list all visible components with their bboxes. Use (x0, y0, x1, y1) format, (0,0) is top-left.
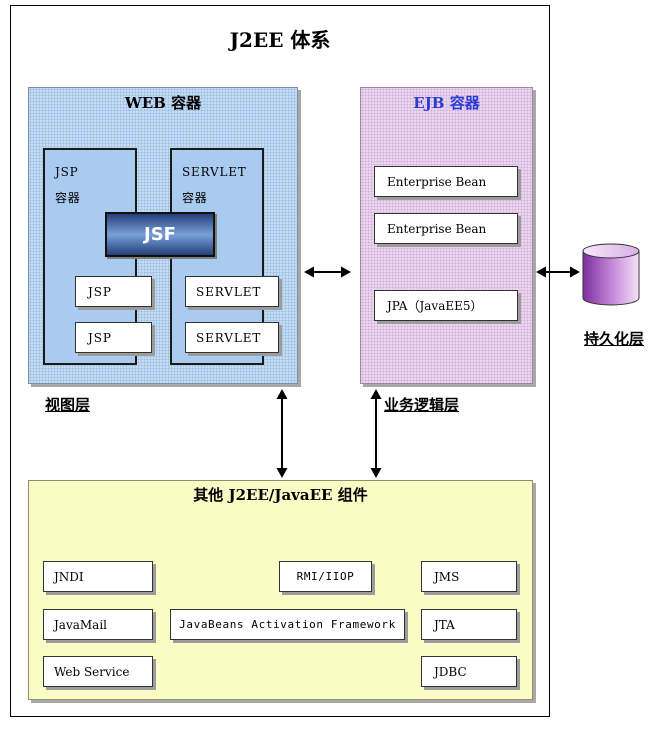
jaf-item: JavaBeans Activation Framework (170, 609, 405, 640)
diagram-frame (10, 5, 550, 717)
javamail-item: JavaMail (43, 609, 153, 640)
persistence-layer-label: 持久化层 (583, 330, 644, 348)
jta-item: JTA (421, 609, 517, 640)
enterprise-bean-item: Enterprise Bean (374, 213, 518, 244)
ejb-container: EJB 容器 Enterprise Bean Enterprise Bean J… (360, 87, 533, 384)
jdbc-item: JDBC (421, 656, 517, 687)
cylinder-top (582, 243, 640, 259)
cylinder-body (582, 250, 640, 306)
jsp-container-label-sub: 容器 (55, 191, 81, 205)
servlet-item: SERVLET (185, 276, 279, 307)
diagram-title: J2EE 体系 (229, 28, 331, 52)
business-layer-label: 业务逻辑层 (384, 396, 460, 414)
persistence-cylinder-icon (582, 243, 640, 307)
jsf-box: JSF (105, 212, 215, 257)
cylinder-svg (582, 243, 640, 306)
jndi-item: JNDI (43, 561, 153, 592)
rmi-iiop-item: RMI/IIOP (279, 561, 372, 592)
ejb-container-title: EJB 容器 (413, 94, 480, 112)
jsp-item: JSP (75, 322, 152, 353)
jpa-item: JPA（JavaEE5） (374, 290, 518, 321)
jsp-item: JSP (75, 276, 152, 307)
web-container: WEB 容器 JSP 容器 SERVLET 容器 JSF JSP JSP SER… (28, 87, 298, 384)
other-components-title: 其他 J2EE/JavaEE 组件 (193, 486, 368, 504)
servlet-container-label: SERVLET (182, 165, 247, 179)
view-layer-label: 视图层 (45, 396, 91, 414)
web-container-title: WEB 容器 (124, 94, 202, 112)
other-components-container: 其他 J2EE/JavaEE 组件 JNDI JavaMail Web Serv… (28, 480, 533, 700)
web-service-item: Web Service (43, 656, 153, 687)
servlet-container-label-sub: 容器 (182, 191, 208, 205)
enterprise-bean-item: Enterprise Bean (374, 166, 518, 197)
jsp-container-label: JSP (55, 165, 79, 179)
servlet-item: SERVLET (185, 322, 279, 353)
jms-item: JMS (421, 561, 517, 592)
